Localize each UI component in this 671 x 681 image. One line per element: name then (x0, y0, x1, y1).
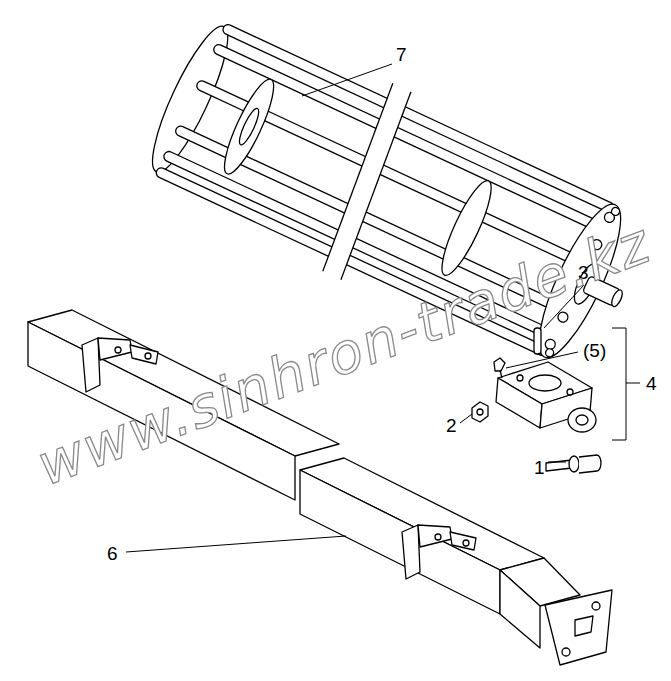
callout-number: (5) (583, 341, 606, 360)
callout-number: 6 (107, 544, 118, 563)
callout-number: 1 (534, 458, 545, 477)
callout-number: 7 (396, 45, 407, 64)
callout-number: 2 (446, 416, 457, 435)
callout-number: 4 (646, 374, 657, 393)
bearing-unit (472, 358, 601, 473)
leader-lines (126, 64, 640, 552)
